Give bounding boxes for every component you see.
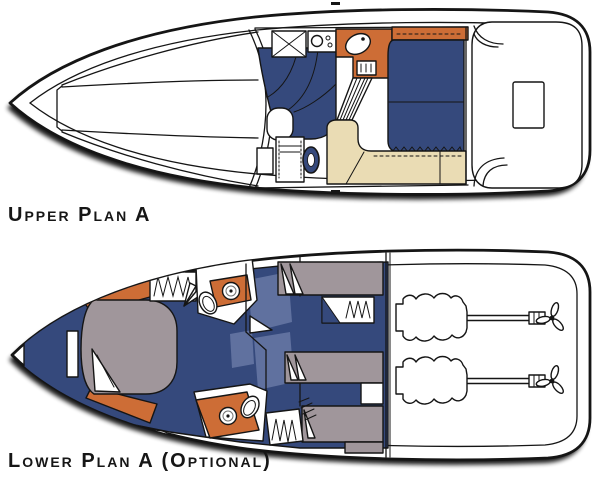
transom-seat-curves	[473, 25, 508, 187]
instrument-box	[256, 147, 274, 175]
cockpit-sofa	[326, 119, 467, 185]
hull-locker	[66, 330, 79, 378]
helm-console	[275, 136, 305, 183]
bow-cleat	[331, 2, 340, 5]
hanging-locker-aft	[265, 408, 304, 446]
dinette-seating	[387, 39, 465, 153]
deck-hatch	[271, 30, 307, 58]
upper-plan-caption: Upper Plan A	[8, 204, 152, 226]
berth-pillow-fold	[303, 409, 316, 439]
engine-hatch	[512, 81, 545, 129]
step-hatching	[298, 397, 317, 421]
aft-head-toilet	[240, 395, 260, 419]
aft-head	[193, 383, 268, 442]
forward-head	[195, 257, 258, 325]
midship-wardrobe	[321, 295, 375, 324]
galley-sink-unit	[307, 30, 337, 53]
port-light	[90, 285, 108, 295]
forward-head-toilet	[198, 291, 218, 315]
stern-cleat	[331, 190, 340, 193]
aft-head-sink	[218, 406, 238, 426]
lower-plan-caption: Lower Plan A (Optional)	[8, 450, 272, 472]
steering-wheel	[302, 146, 320, 174]
berth-notch	[360, 382, 384, 405]
foredeck-walkway-lines	[56, 31, 259, 187]
guest-berth-aft	[301, 405, 384, 454]
forward-head-sink	[221, 281, 241, 301]
dinette-trim	[391, 146, 463, 153]
sole-highlight	[254, 332, 294, 390]
helm-floor-patch	[266, 107, 294, 141]
berth-pillow-fold	[294, 354, 307, 381]
galley-sink	[310, 34, 324, 48]
aft-deck-platform	[471, 21, 583, 189]
upper-plan	[7, 2, 592, 200]
berth-pillow-fold	[280, 263, 295, 295]
door-wedge	[249, 315, 273, 334]
berth-pillow-fold	[289, 263, 304, 295]
guest-berth-forward	[277, 261, 384, 296]
cockpit-bottom-line	[254, 184, 469, 189]
guest-berth-mid	[284, 351, 384, 384]
lower-plan	[9, 248, 592, 465]
sole-highlight	[230, 330, 254, 368]
berth-pillow-fold	[286, 354, 299, 381]
